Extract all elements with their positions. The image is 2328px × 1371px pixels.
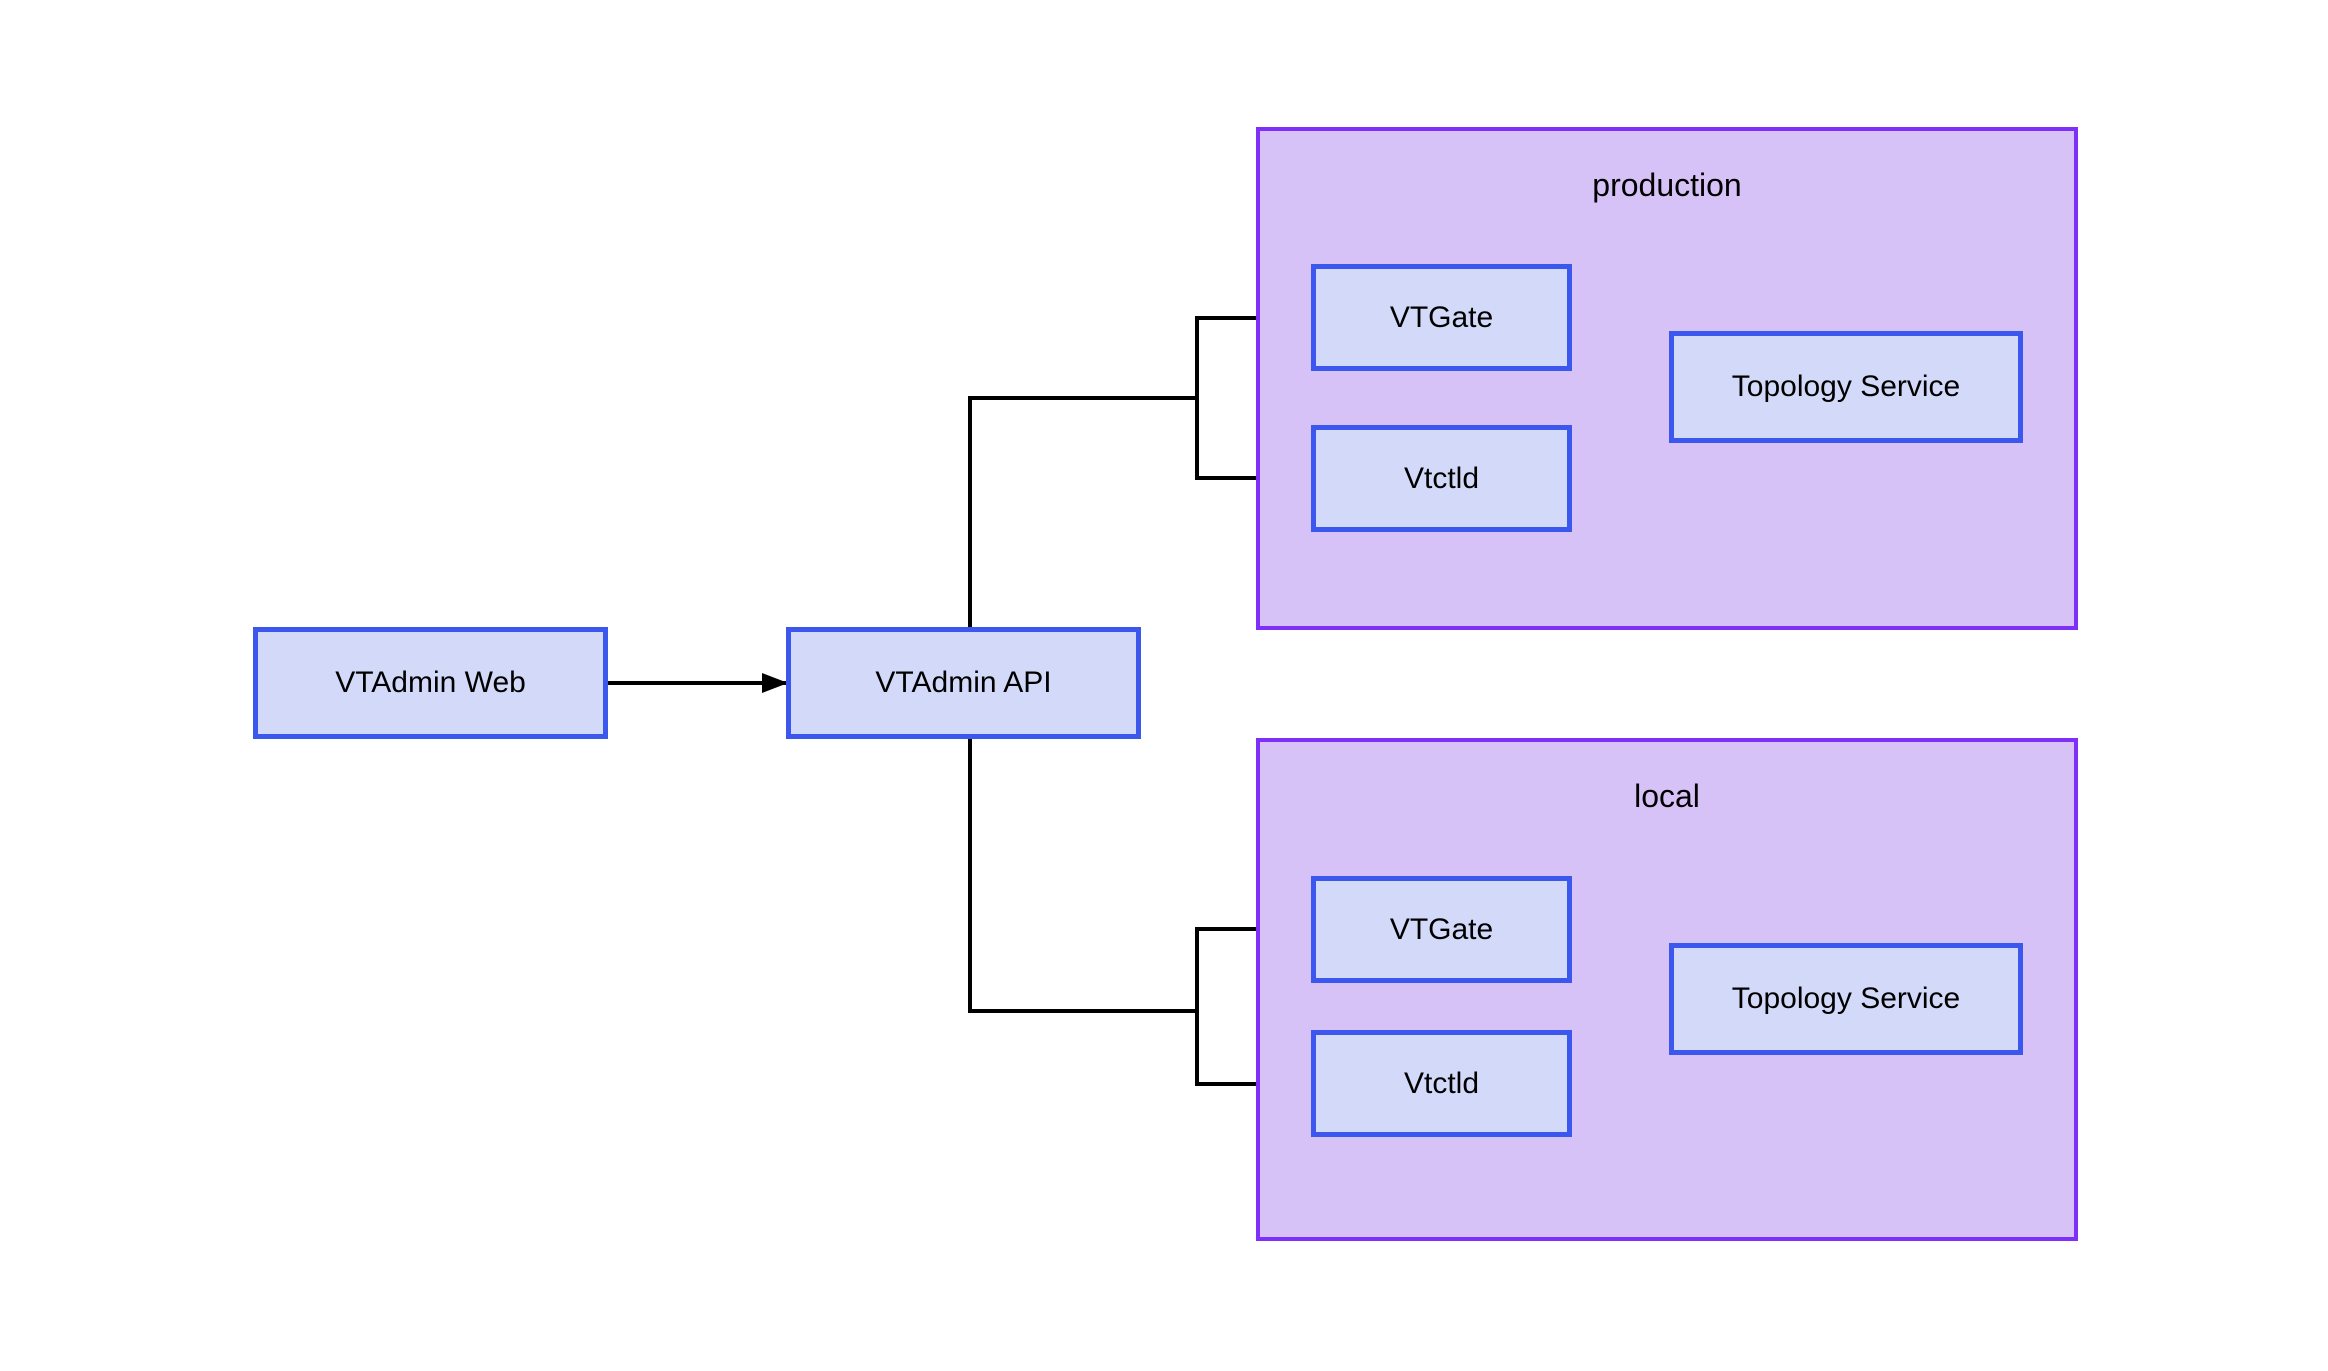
cluster-local-label: local	[1634, 778, 1700, 814]
cluster-production-label: production	[1592, 167, 1742, 203]
node-local-vtgate-label: VTGate	[1389, 912, 1494, 946]
node-vtadmin-web-label: VTAdmin Web	[335, 666, 526, 699]
node-vtadmin-web: VTAdmin Web	[253, 627, 608, 739]
node-vtadmin-api: VTAdmin API	[786, 627, 1141, 739]
edge-api-to-local-stem	[968, 739, 1197, 1013]
node-production-topology-service-label: Topology Service	[1731, 370, 1961, 403]
node-production-vtgate-label: VTGate	[1389, 300, 1494, 334]
node-production-vtctld: Vtctld	[1311, 425, 1572, 532]
node-local-topology-service: Topology Service	[1669, 943, 2023, 1055]
node-production-vtgate: VTGate	[1311, 264, 1572, 371]
edge-api-to-production-stem	[968, 396, 1197, 627]
node-local-topology-service-label: Topology Service	[1731, 982, 1961, 1015]
node-production-topology-service: Topology Service	[1669, 331, 2023, 443]
node-local-vtgate: VTGate	[1311, 876, 1572, 983]
node-production-vtctld-label: Vtctld	[1403, 461, 1480, 495]
node-local-vtctld-label: Vtctld	[1403, 1066, 1480, 1100]
node-local-vtctld: Vtctld	[1311, 1030, 1572, 1137]
node-vtadmin-api-label: VTAdmin API	[875, 666, 1052, 699]
